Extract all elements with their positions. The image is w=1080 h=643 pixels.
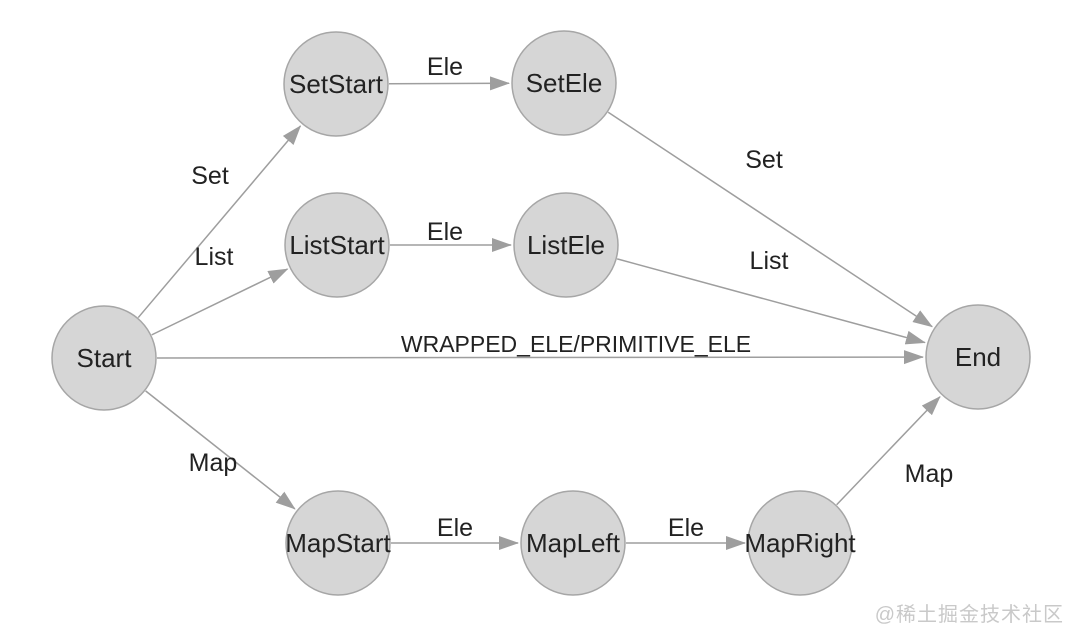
node-circle-MapRight bbox=[747, 490, 853, 596]
node-ListStart: ListStart bbox=[284, 192, 390, 298]
edge-Start-End bbox=[156, 350, 925, 365]
edge-MapRight-End bbox=[836, 396, 941, 506]
edge-label-MapStart-MapLeft: Ele bbox=[437, 514, 473, 542]
node-SetStart: SetStart bbox=[283, 31, 389, 137]
node-ListEle: ListEle bbox=[513, 192, 619, 298]
node-label-SetStart: SetStart bbox=[289, 69, 384, 99]
node-circle-SetStart bbox=[283, 31, 389, 137]
node-label-Start: Start bbox=[77, 343, 133, 373]
node-circle-MapStart bbox=[285, 490, 391, 596]
edge-ListEle-End bbox=[616, 258, 926, 345]
edge-SetStart-SetEle bbox=[388, 76, 511, 91]
edge-label-ListEle-End: List bbox=[750, 247, 789, 275]
node-label-End: End bbox=[955, 342, 1001, 372]
edge-label-Start-MapStart: Map bbox=[189, 449, 238, 477]
node-SetEle: SetEle bbox=[511, 30, 617, 136]
edge-SetEle-End bbox=[607, 111, 933, 328]
node-label-MapLeft: MapLeft bbox=[526, 528, 621, 558]
edge-label-MapRight-End: Map bbox=[905, 460, 954, 488]
edge-label-ListStart-ListEle: Ele bbox=[427, 218, 463, 246]
edge-label-SetEle-End: Set bbox=[745, 146, 783, 174]
watermark-text: @稀土掘金技术社区 bbox=[874, 604, 1064, 626]
node-End: End bbox=[925, 304, 1031, 410]
edge-label-Start-SetStart: Set bbox=[191, 162, 229, 190]
edge-label-SetStart-SetEle: Ele bbox=[427, 53, 463, 81]
node-MapRight: MapRight bbox=[744, 490, 856, 596]
node-circle-ListStart bbox=[284, 192, 390, 298]
node-circle-ListEle bbox=[513, 192, 619, 298]
edge-Start-MapStart bbox=[145, 390, 296, 510]
edge-label-MapLeft-MapRight: Ele bbox=[668, 514, 704, 542]
node-MapStart: MapStart bbox=[285, 490, 392, 596]
edge-Start-ListStart bbox=[151, 268, 289, 336]
node-label-MapStart: MapStart bbox=[285, 528, 391, 558]
node-MapLeft: MapLeft bbox=[520, 490, 626, 596]
node-label-SetEle: SetEle bbox=[526, 68, 603, 98]
edge-label-Start-ListStart: List bbox=[195, 243, 234, 271]
node-circle-Start bbox=[51, 305, 157, 411]
node-label-MapRight: MapRight bbox=[744, 528, 856, 558]
node-label-ListStart: ListStart bbox=[289, 230, 385, 260]
node-label-ListEle: ListEle bbox=[527, 230, 605, 260]
node-circle-SetEle bbox=[511, 30, 617, 136]
edge-Start-SetStart bbox=[137, 125, 302, 319]
node-circle-End bbox=[925, 304, 1031, 410]
edge-label-Start-End: WRAPPED_ELE/PRIMITIVE_ELE bbox=[401, 331, 751, 357]
node-Start: Start bbox=[51, 305, 157, 411]
node-circle-MapLeft bbox=[520, 490, 626, 596]
